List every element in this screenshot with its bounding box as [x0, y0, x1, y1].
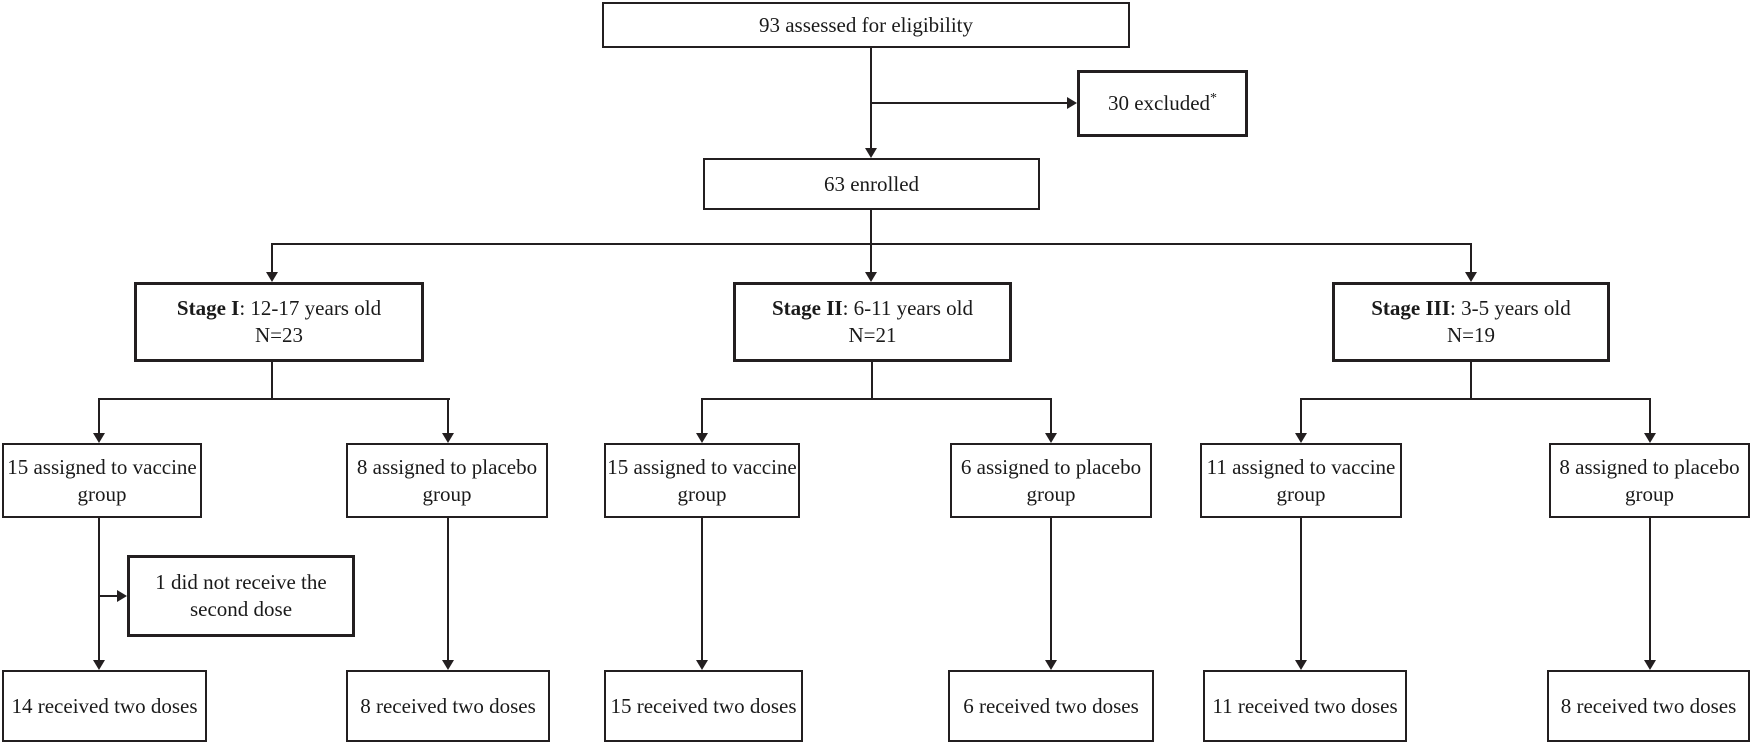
connector-stage-1-down — [271, 362, 273, 400]
connector-dose-note — [99, 595, 119, 597]
connector-s3-vaccine-received — [1300, 518, 1302, 662]
excluded-box: 30 excluded* — [1077, 70, 1248, 137]
enrolled-label: 63 enrolled — [823, 171, 920, 196]
arrowhead-dose-note — [117, 590, 127, 602]
stage-2-vaccine-received-box: 15 received two doses — [604, 670, 803, 742]
connector-stage-2-down — [871, 362, 873, 400]
stage-1-placebo-received-label: 8 received two doses — [360, 693, 536, 718]
stage-2-vaccine-assigned-label: 15 assigned to vaccine group — [607, 454, 797, 506]
connector-s2-placebo — [1050, 398, 1052, 434]
stage-1-box: Stage I: 12-17 years old N=23 — [134, 282, 424, 362]
arrowhead-s2-vaccine — [696, 433, 708, 443]
arrowhead-s2-vaccine-received — [696, 660, 708, 670]
branch-line-stage-3 — [1300, 398, 1651, 400]
branch-line-stage-1 — [98, 398, 450, 400]
connector-s1-vaccine — [98, 398, 100, 434]
connector-stage-2 — [870, 243, 872, 274]
excluded-label: 30 excluded* — [1107, 91, 1218, 115]
arrowhead-s2-placebo — [1045, 433, 1057, 443]
stage-1-vaccine-assigned-box: 15 assigned to vaccine group — [2, 443, 202, 518]
arrowhead-s3-placebo — [1644, 433, 1656, 443]
dose-note-box: 1 did not receive the second dose — [127, 555, 355, 637]
stage-2-title: Stage II: 6-11 years old — [771, 296, 974, 320]
excluded-asterisk: * — [1210, 91, 1218, 106]
stage-2-vaccine-received-label: 15 received two doses — [610, 693, 797, 718]
arrowhead-stage-2 — [865, 272, 877, 282]
arrowhead-stage-1 — [266, 272, 278, 282]
stage-3-vaccine-received-box: 11 received two doses — [1203, 670, 1407, 742]
connector-s2-vaccine — [701, 398, 703, 434]
connector-s3-placebo — [1649, 398, 1651, 434]
arrowhead-s1-placebo-received — [442, 660, 454, 670]
connector-enrolled-branch — [870, 210, 872, 245]
connector-stage-3 — [1470, 243, 1472, 274]
stage-3-vaccine-received-label: 11 received two doses — [1212, 693, 1398, 718]
stage-3-box: Stage III: 3-5 years old N=19 — [1332, 282, 1610, 362]
stage-3-placebo-received-label: 8 received two doses — [1560, 693, 1737, 718]
stage-3-placebo-received-box: 8 received two doses — [1547, 670, 1750, 742]
arrowhead-s3-placebo-received — [1644, 660, 1656, 670]
stage-2-placebo-received-label: 6 received two doses — [963, 693, 1139, 718]
stage-3-placebo-assigned-box: 8 assigned to placebo group — [1549, 443, 1750, 518]
stage-2-placebo-assigned-box: 6 assigned to placebo group — [950, 443, 1152, 518]
connector-s2-vaccine-received — [701, 518, 703, 662]
stage-3-vaccine-assigned-box: 11 assigned to vaccine group — [1200, 443, 1402, 518]
stage-2-n: N=21 — [848, 323, 897, 347]
stage-2-box: Stage II: 6-11 years old N=21 — [733, 282, 1012, 362]
stage-1-placebo-received-box: 8 received two doses — [346, 670, 550, 742]
connector-s1-vaccine-received — [98, 518, 100, 662]
arrowhead-s1-placebo — [442, 433, 454, 443]
assessed-label: 93 assessed for eligibility — [758, 12, 974, 37]
stage-1-placebo-assigned-box: 8 assigned to placebo group — [346, 443, 548, 518]
arrowhead-s1-vaccine-received — [93, 660, 105, 670]
stage-2-placebo-received-box: 6 received two doses — [948, 670, 1154, 742]
arrowhead-excluded — [1067, 97, 1077, 109]
stage-2-vaccine-assigned-box: 15 assigned to vaccine group — [604, 443, 800, 518]
stage-3-n: N=19 — [1446, 323, 1495, 347]
connector-s2-placebo-received — [1050, 518, 1052, 662]
arrowhead-s1-vaccine — [93, 433, 105, 443]
connector-assessed-enrolled — [870, 48, 872, 152]
stage-2-placebo-assigned-label: 6 assigned to placebo group — [960, 454, 1142, 506]
connector-stage-1 — [271, 243, 273, 274]
arrowhead-enrolled — [865, 148, 877, 158]
stage-3-title: Stage III: 3-5 years old — [1371, 296, 1571, 320]
stage-1-title: Stage I: 12-17 years old — [176, 296, 382, 320]
stage-3-vaccine-assigned-label: 11 assigned to vaccine group — [1206, 454, 1396, 506]
stage-1-placebo-assigned-label: 8 assigned to placebo group — [356, 454, 538, 506]
enrolled-box: 63 enrolled — [703, 158, 1040, 210]
connector-s1-placebo — [447, 398, 449, 434]
stage-1-vaccine-received-box: 14 received two doses — [2, 670, 207, 742]
assessed-box: 93 assessed for eligibility — [602, 2, 1130, 48]
stage-1-vaccine-assigned-label: 15 assigned to vaccine group — [7, 454, 197, 506]
arrowhead-s2-placebo-received — [1045, 660, 1057, 670]
stage-1-n: N=23 — [254, 323, 303, 347]
dose-note-label: 1 did not receive the second dose — [155, 570, 327, 621]
arrowhead-stage-3 — [1465, 272, 1477, 282]
branch-line-stage-2 — [701, 398, 1052, 400]
stage-3-placebo-assigned-label: 8 assigned to placebo group — [1559, 454, 1740, 506]
arrowhead-s3-vaccine — [1295, 433, 1307, 443]
connector-excluded — [871, 102, 1067, 104]
connector-stage-3-down — [1470, 362, 1472, 400]
connector-s3-vaccine — [1300, 398, 1302, 434]
connector-s3-placebo-received — [1649, 518, 1651, 662]
stage-1-vaccine-received-label: 14 received two doses — [11, 693, 198, 718]
connector-s1-placebo-received — [447, 518, 449, 662]
arrowhead-s3-vaccine-received — [1295, 660, 1307, 670]
